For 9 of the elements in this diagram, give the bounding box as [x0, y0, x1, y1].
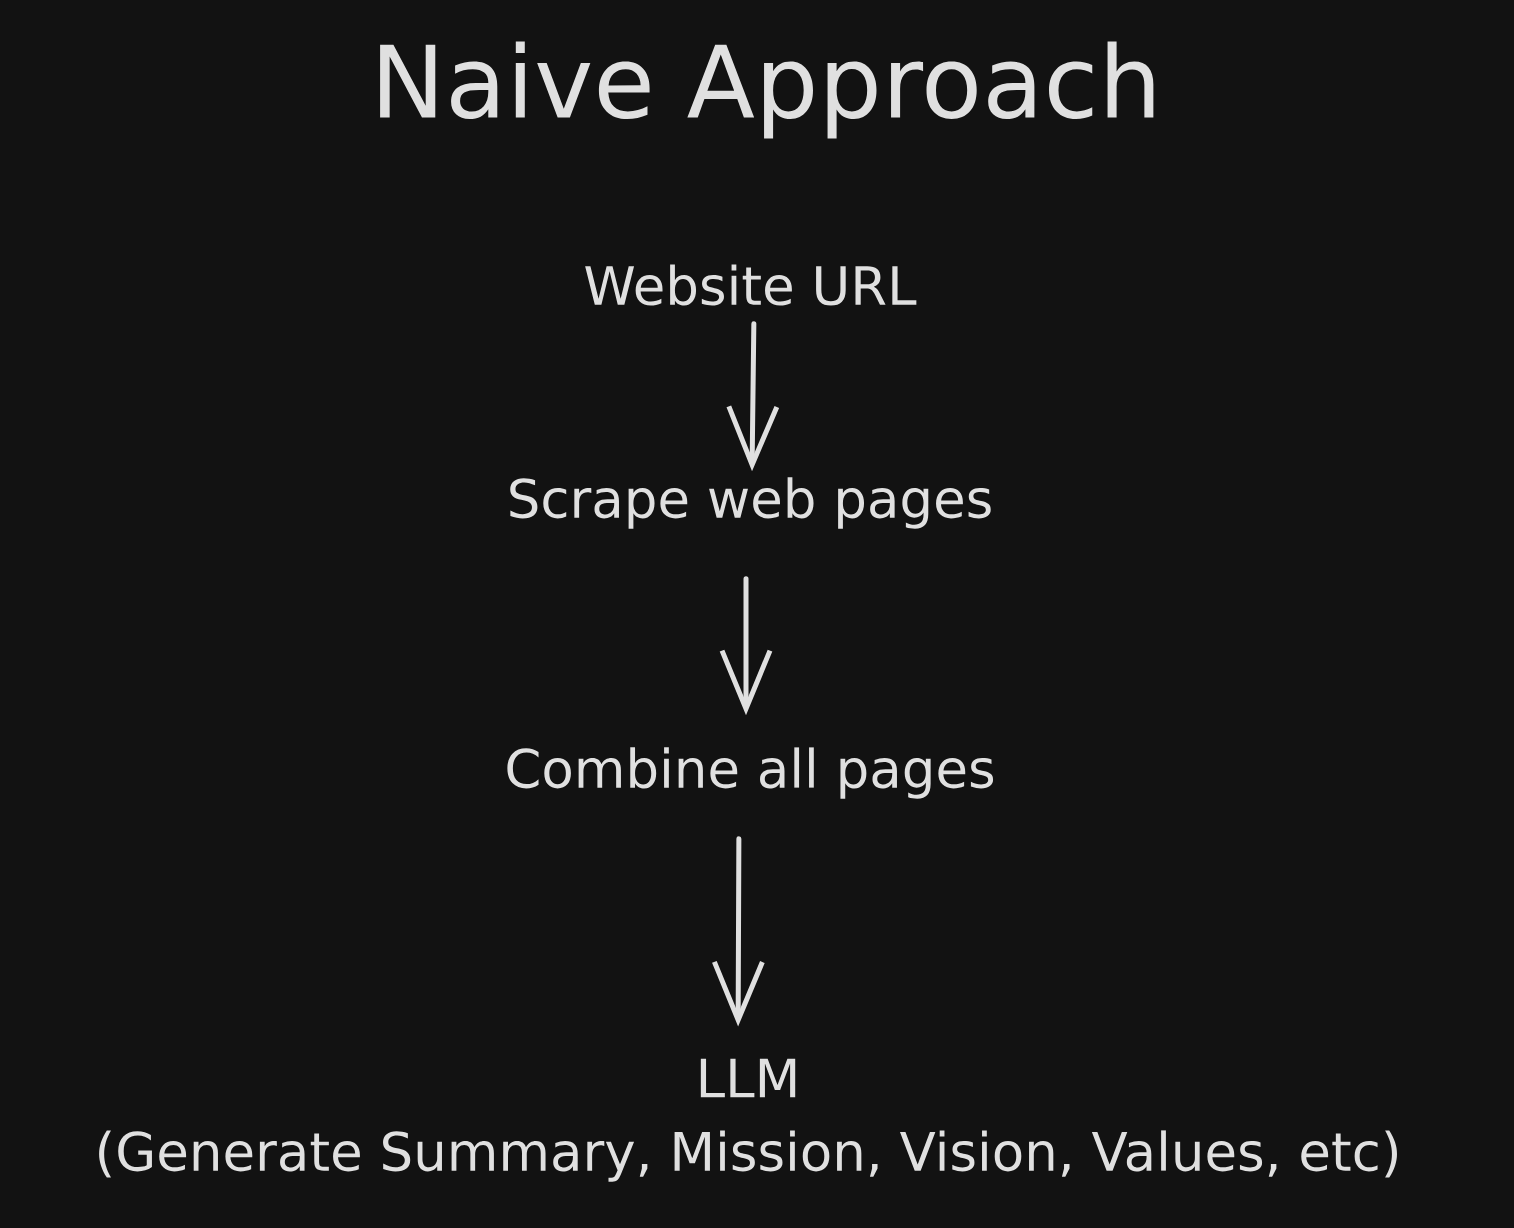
step-label: LLM — [700, 1058, 796, 1098]
arrow — [726, 321, 780, 472]
step-label: Website URL — [585, 264, 917, 306]
title: Naive Approach — [380, 41, 1154, 139]
step-description: (Generate Summary, Mission, Vision, Values, etc) — [99, 1130, 1397, 1182]
arrow — [719, 576, 773, 716]
step-label: Scrape web pages — [510, 477, 991, 529]
step-label: Combine all pages — [507, 747, 994, 799]
arrow — [712, 836, 765, 1027]
